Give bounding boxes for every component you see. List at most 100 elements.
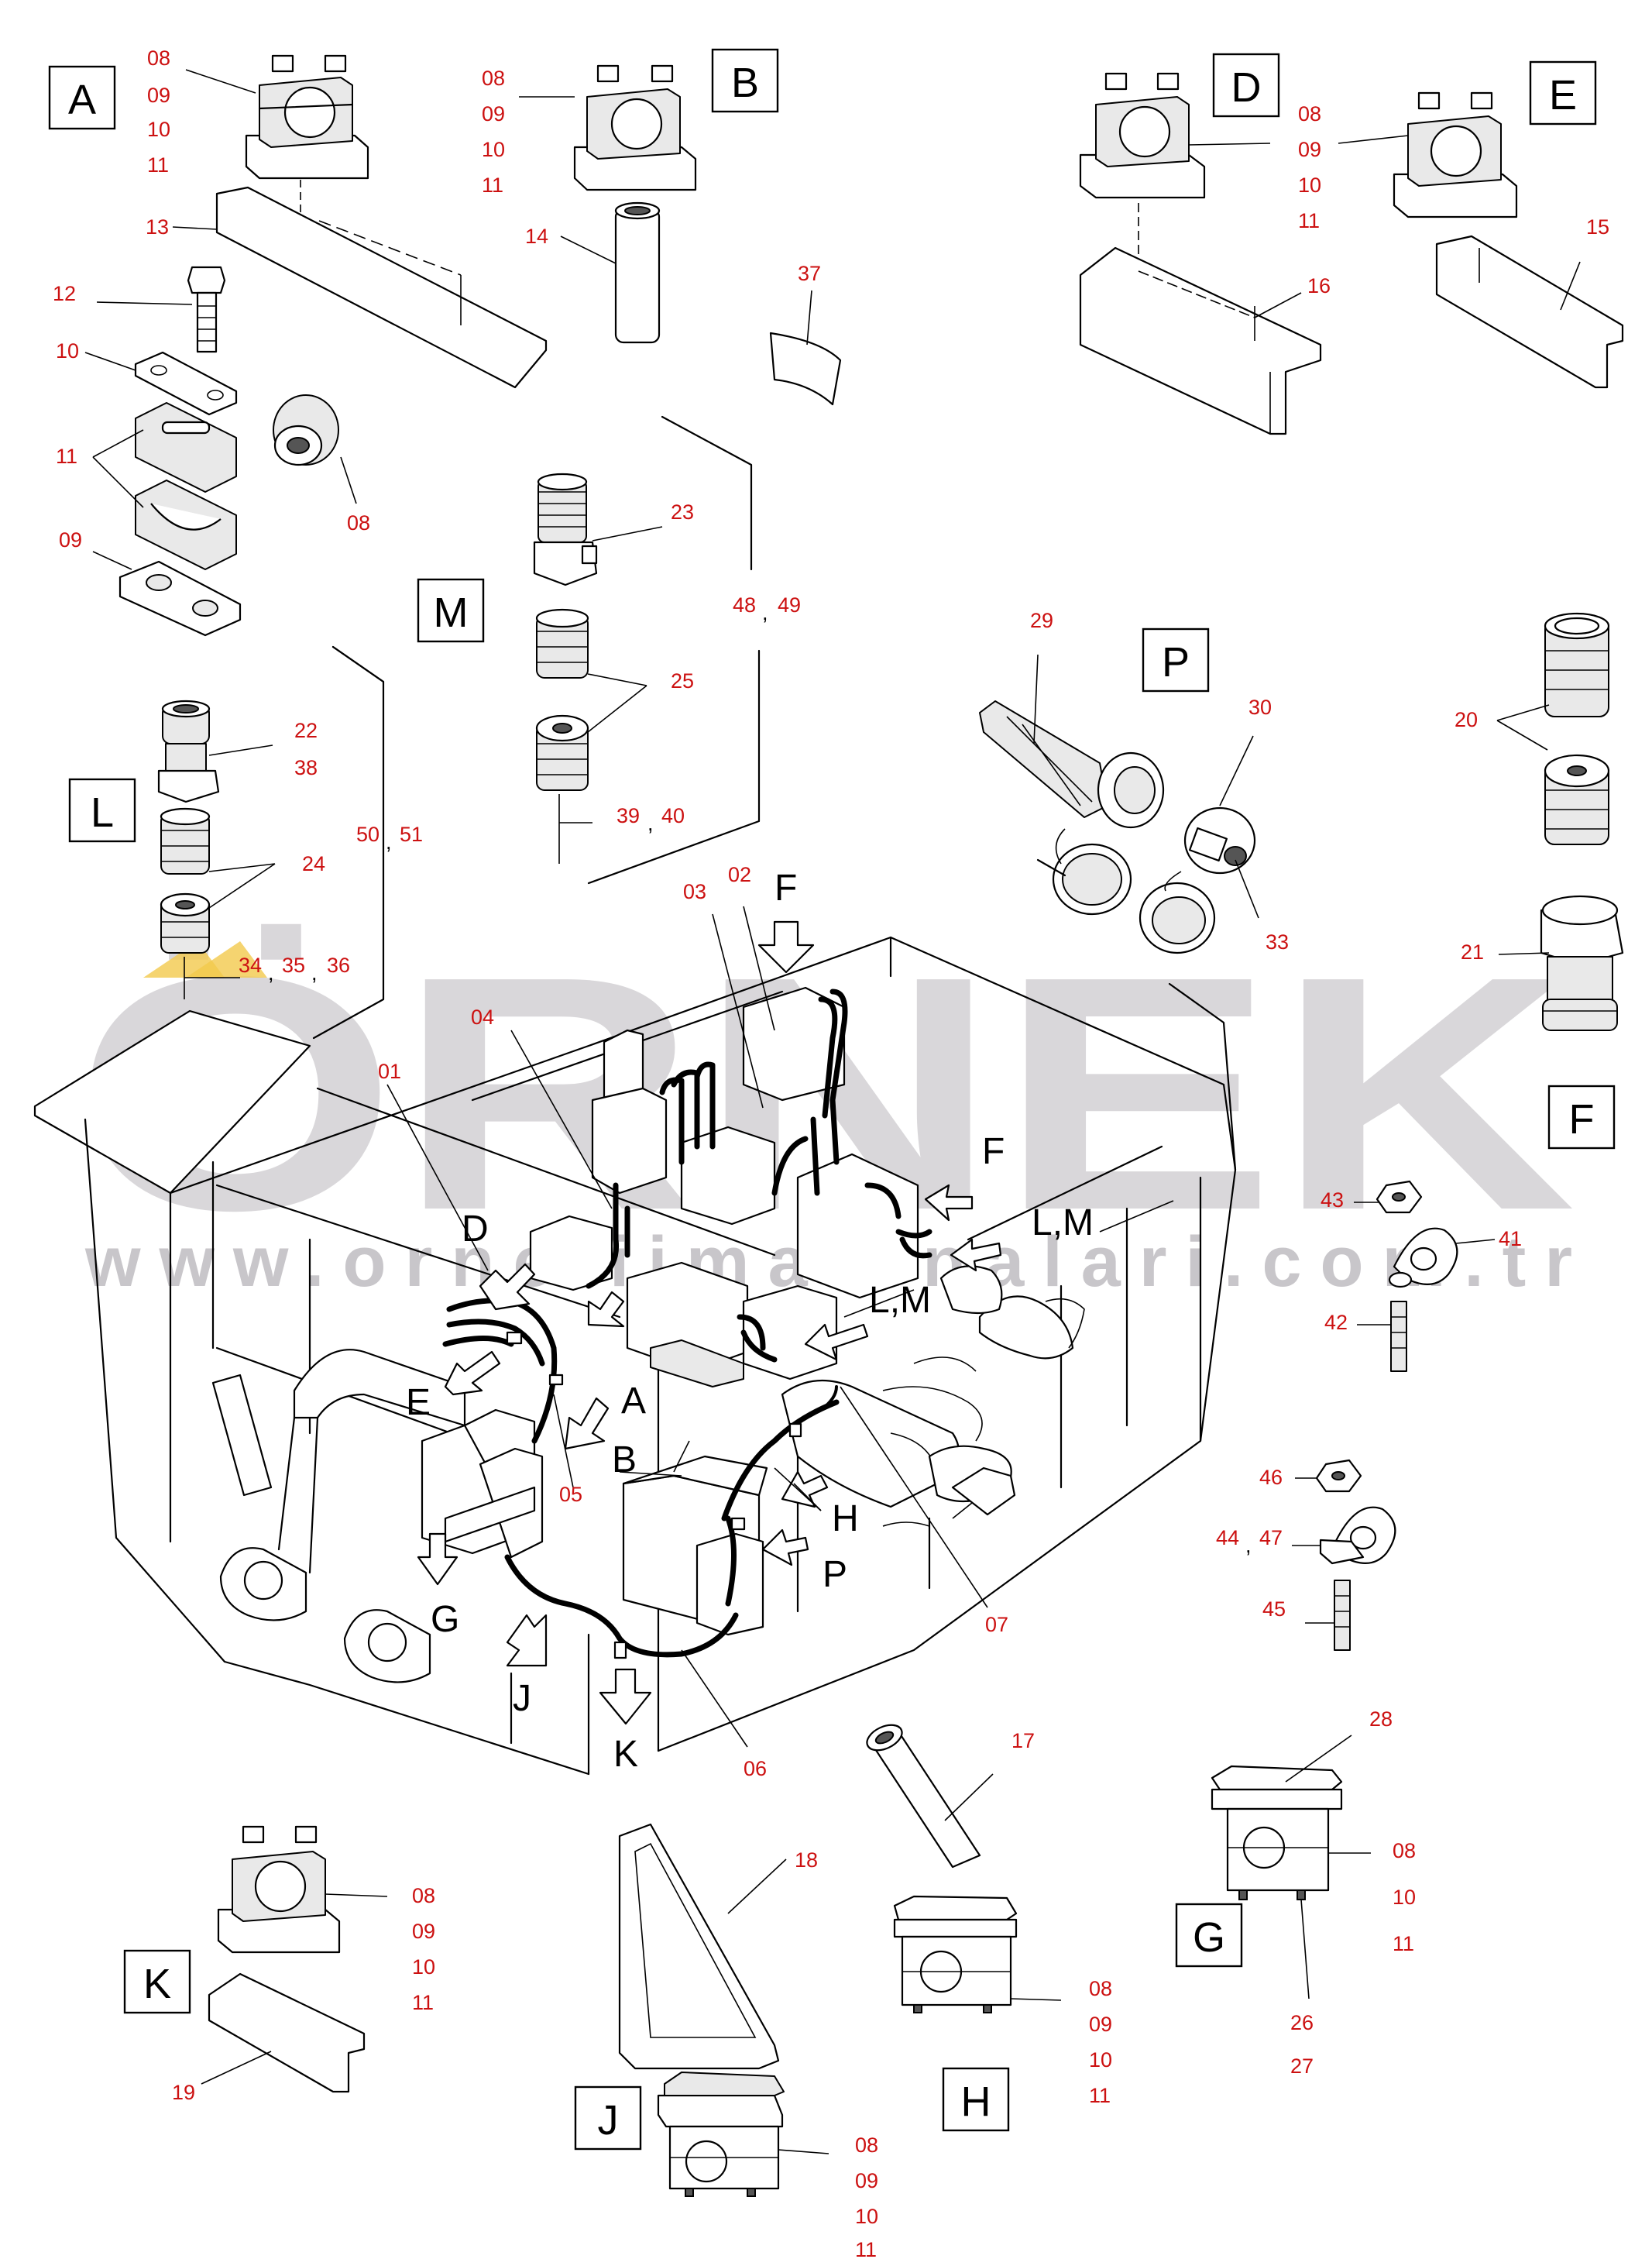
angle-bracket-icon bbox=[1435, 235, 1624, 389]
callout-08: 08 bbox=[412, 1884, 435, 1907]
stud-icon bbox=[1390, 1301, 1407, 1372]
callout-08: 08 bbox=[1298, 102, 1321, 126]
hose-sleeve-icon bbox=[1544, 612, 1610, 845]
callout-10: 10 bbox=[1393, 1886, 1416, 1909]
arrow-label-p: P bbox=[823, 1554, 847, 1595]
detail-f: F bbox=[1496, 612, 1624, 1150]
svg-text:,: , bbox=[1245, 1534, 1252, 1557]
callout-10: 10 bbox=[1089, 2048, 1112, 2072]
arrow-label-a: A bbox=[621, 1380, 646, 1422]
callout-15: 15 bbox=[1586, 215, 1609, 239]
callout-10: 10 bbox=[56, 339, 79, 363]
callout-20: 20 bbox=[1455, 708, 1478, 731]
callout-35: 35 bbox=[282, 954, 305, 977]
pipe-icon bbox=[614, 201, 661, 344]
quick-coupler-icon bbox=[979, 700, 1256, 954]
section-label-p: P bbox=[1162, 639, 1190, 686]
arrow-label-e: E bbox=[406, 1382, 431, 1423]
svg-text:,: , bbox=[647, 812, 654, 835]
cover-plate-icon bbox=[134, 351, 238, 416]
pipe-clamp-icon bbox=[1079, 72, 1206, 199]
callout-10: 10 bbox=[412, 1955, 435, 1979]
section-box-d bbox=[1212, 53, 1280, 118]
callout-41: 41 bbox=[1499, 1227, 1522, 1250]
svg-text:,: , bbox=[268, 961, 274, 985]
pipe-clamp-icon bbox=[893, 1895, 1018, 2013]
section-box-f bbox=[1547, 1085, 1616, 1150]
flat-bar-icon bbox=[215, 186, 548, 389]
view-arrow-p bbox=[761, 1528, 809, 1566]
section-box-h bbox=[942, 2067, 1010, 2132]
callout-11: 11 bbox=[1089, 2084, 1111, 2107]
arrow-label-g: G bbox=[431, 1599, 459, 1640]
callout-09: 09 bbox=[59, 528, 82, 552]
callout-42: 42 bbox=[1324, 1311, 1348, 1334]
callout-23: 23 bbox=[671, 500, 694, 524]
section-label-l: L bbox=[91, 789, 114, 836]
callout-11: 11 bbox=[1298, 209, 1320, 232]
detail-d: D bbox=[1079, 53, 1322, 435]
callout-19: 19 bbox=[172, 2081, 195, 2104]
view-arrow-h bbox=[781, 1470, 829, 1508]
callout-04: 04 bbox=[471, 1006, 494, 1029]
stud-icon bbox=[1334, 1580, 1351, 1651]
callout-07: 07 bbox=[985, 1613, 1008, 1636]
callout-44: 44 bbox=[1216, 1526, 1239, 1549]
callout-33: 33 bbox=[1266, 930, 1289, 954]
view-arrow-j bbox=[506, 1614, 548, 1667]
arrow-label-b: B bbox=[612, 1439, 637, 1480]
callout-12: 12 bbox=[53, 282, 76, 305]
hydraulic-hose-long bbox=[504, 1554, 739, 1658]
detail-k: K bbox=[123, 1825, 388, 2093]
hose-sleeve-icon bbox=[535, 608, 589, 791]
section-box-a bbox=[48, 65, 116, 130]
callout-45: 45 bbox=[1262, 1597, 1286, 1621]
view-arrow-e bbox=[444, 1350, 501, 1396]
angle-bracket-icon bbox=[1079, 246, 1322, 435]
callout-11: 11 bbox=[412, 1991, 434, 2014]
callout-25: 25 bbox=[671, 669, 694, 693]
callout-06: 06 bbox=[744, 1757, 767, 1780]
pipe-clamp-icon bbox=[573, 64, 697, 191]
callout-16: 16 bbox=[1307, 274, 1331, 297]
detail-p: P bbox=[979, 628, 1259, 954]
callout-21: 21 bbox=[1461, 940, 1484, 964]
callout-11: 11 bbox=[855, 2238, 877, 2259]
view-arrow-f bbox=[757, 920, 815, 974]
callout-10: 10 bbox=[482, 138, 505, 161]
callout-08: 08 bbox=[347, 511, 370, 535]
callout-27: 27 bbox=[1290, 2054, 1314, 2078]
detail-g: G bbox=[1175, 1735, 1371, 1999]
callout-26: 26 bbox=[1290, 2011, 1314, 2034]
callout-38: 38 bbox=[294, 756, 318, 779]
detail-a: A bbox=[48, 54, 548, 683]
callout-08: 08 bbox=[147, 46, 170, 70]
view-arrow-a bbox=[587, 1291, 625, 1328]
p-clamp-assembly-2 bbox=[1292, 1459, 1396, 1651]
hose-fitting-icon bbox=[1540, 895, 1624, 1031]
callout-08: 08 bbox=[855, 2134, 878, 2157]
section-label-a: A bbox=[68, 77, 96, 123]
callout-13: 13 bbox=[146, 215, 169, 239]
callout-46: 46 bbox=[1259, 1466, 1283, 1489]
arrow-label-lm-2: L,M bbox=[869, 1280, 931, 1321]
callout-30: 30 bbox=[1248, 696, 1272, 719]
detail-b: B bbox=[519, 48, 842, 885]
callout-05: 05 bbox=[559, 1483, 582, 1506]
callout-34: 34 bbox=[239, 954, 262, 977]
arrow-label-lm-1: L,M bbox=[1032, 1202, 1094, 1243]
view-arrow-g bbox=[417, 1532, 459, 1586]
callout-51: 51 bbox=[400, 823, 423, 846]
view-arrow-f2 bbox=[924, 1184, 974, 1222]
callout-50: 50 bbox=[356, 823, 380, 846]
view-arrow-lm1 bbox=[950, 1238, 1002, 1272]
callout-11: 11 bbox=[1393, 1932, 1414, 1955]
callout-11: 11 bbox=[56, 445, 77, 468]
callout-09: 09 bbox=[1298, 138, 1321, 161]
machine-assembly bbox=[33, 906, 1237, 1776]
section-label-f: F bbox=[1569, 1096, 1595, 1143]
hydraulic-hose bbox=[446, 1298, 558, 1444]
hose-sleeve-icon bbox=[160, 807, 211, 954]
svg-text:,: , bbox=[386, 830, 392, 854]
